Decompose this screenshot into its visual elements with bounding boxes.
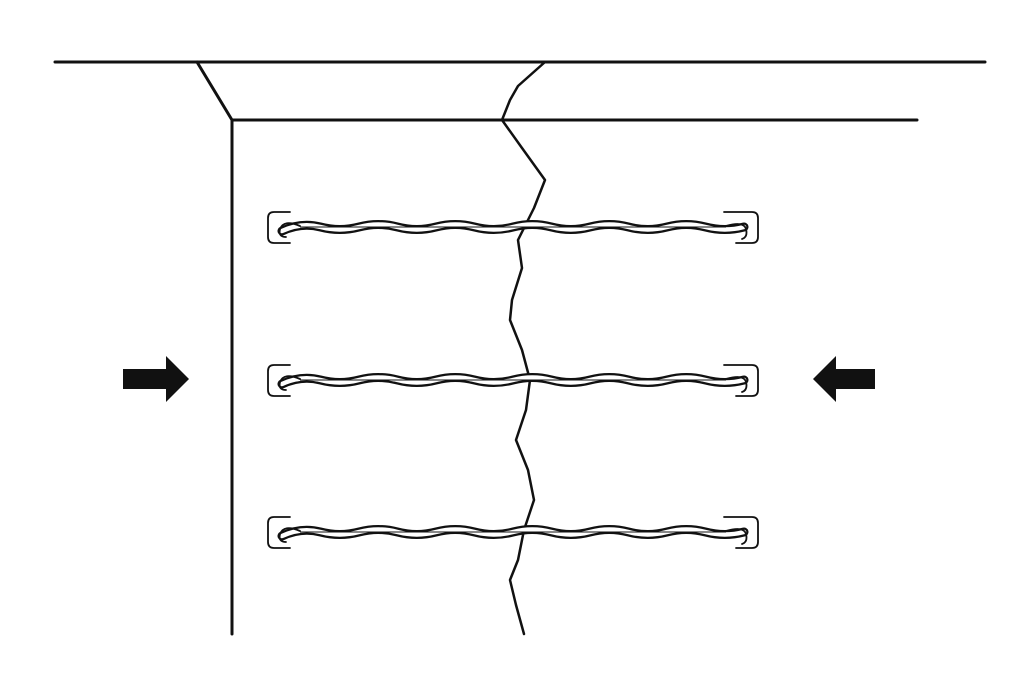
tie-anchor-right [723,516,759,549]
tie-anchor-right [723,211,759,244]
crack-line [500,60,547,636]
helical-tie [267,516,759,549]
tie-anchor-left [267,364,291,397]
tie-end-hook-right [725,223,748,240]
tie-anchor-left [267,211,291,244]
tie-anchor-right [723,364,759,397]
tie-end-hook-left [278,375,301,391]
arrow-left-icon [813,356,875,402]
tie-end-hook-left [278,527,301,543]
tie-group [267,211,759,549]
helical-tie [267,211,759,244]
tie-end-hook-right [725,528,748,545]
tie-end-hook-right [725,376,748,393]
tie-anchor-left [267,516,291,549]
helical-tie [267,364,759,397]
slab-outline [53,60,987,122]
arrow-right-icon [123,356,189,402]
tie-end-hook-left [278,222,301,238]
slab-chamfer-edge [195,60,234,122]
